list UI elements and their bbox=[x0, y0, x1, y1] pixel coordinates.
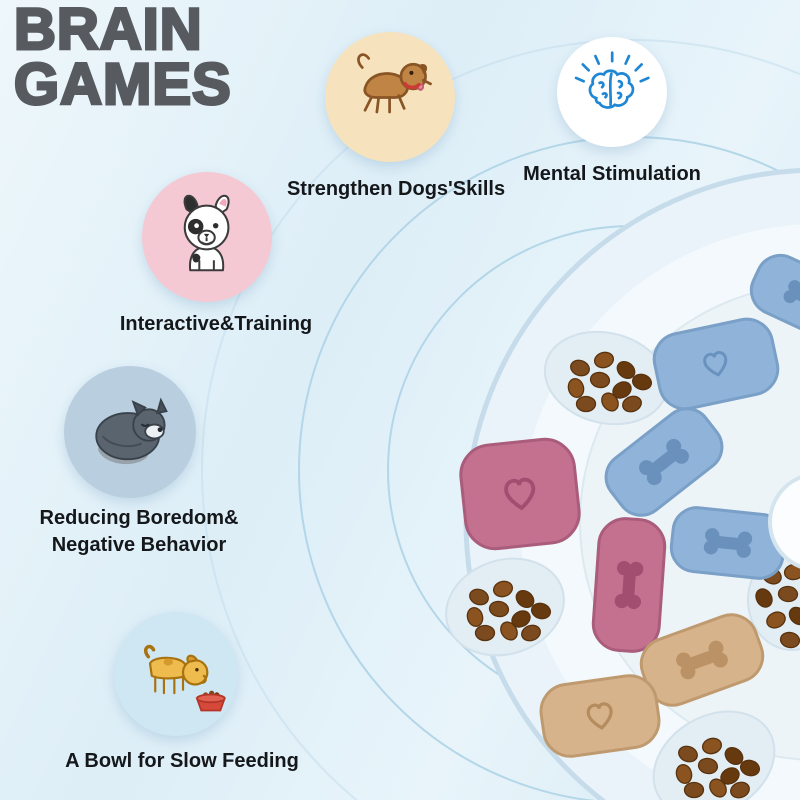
feature-circle-boredom bbox=[64, 366, 196, 498]
feeder-tray bbox=[463, 168, 800, 800]
feature-label-mental: Mental Stimulation bbox=[523, 163, 701, 185]
kibble-cluster-right bbox=[752, 562, 800, 650]
slider-bone-tan bbox=[639, 613, 765, 707]
dog-and-bowl-icon bbox=[143, 644, 226, 712]
title-line-2: GAMES bbox=[13, 52, 233, 118]
brain-icon bbox=[574, 51, 650, 109]
feature-label-boredom: Reducing Boredom& Negative Behavior bbox=[39, 507, 239, 556]
slider-bone-blue-upper bbox=[604, 407, 724, 517]
slider-heart-blue bbox=[652, 317, 780, 411]
slider-heart-pink bbox=[459, 437, 581, 551]
page-title: BRAIN GAMES bbox=[13, 0, 233, 118]
center-hub bbox=[768, 475, 800, 569]
feature-circle-interactive bbox=[142, 172, 272, 302]
feature-circle-strengthen bbox=[325, 32, 455, 162]
slider-heart-tan bbox=[539, 674, 661, 758]
playful-dog-icon bbox=[357, 53, 433, 114]
feature-label-slow-feeding: A Bowl for Slow Feeding bbox=[65, 750, 299, 772]
feature-circle-mental bbox=[557, 37, 667, 147]
feature-circle-slow-feeding bbox=[114, 612, 238, 736]
kibble-wells bbox=[445, 330, 800, 800]
feature-label-interactive: Interactive&Training bbox=[119, 313, 313, 335]
bulldog-icon bbox=[184, 195, 230, 272]
food-bowl bbox=[195, 690, 226, 712]
kibble-cluster-top bbox=[565, 349, 654, 415]
slider-bone-blue-lower bbox=[669, 506, 787, 580]
kibble-cluster-left bbox=[464, 578, 553, 644]
slider-bone-blue-top-edge bbox=[749, 253, 800, 343]
kibble-cluster-bottom bbox=[673, 735, 762, 800]
title-line-1: BRAIN bbox=[13, 0, 204, 62]
feature-label-strengthen: Strengthen Dogs'Skills bbox=[286, 178, 506, 200]
slider-bone-pink bbox=[591, 517, 667, 653]
sleeping-dog-icon bbox=[94, 397, 168, 464]
